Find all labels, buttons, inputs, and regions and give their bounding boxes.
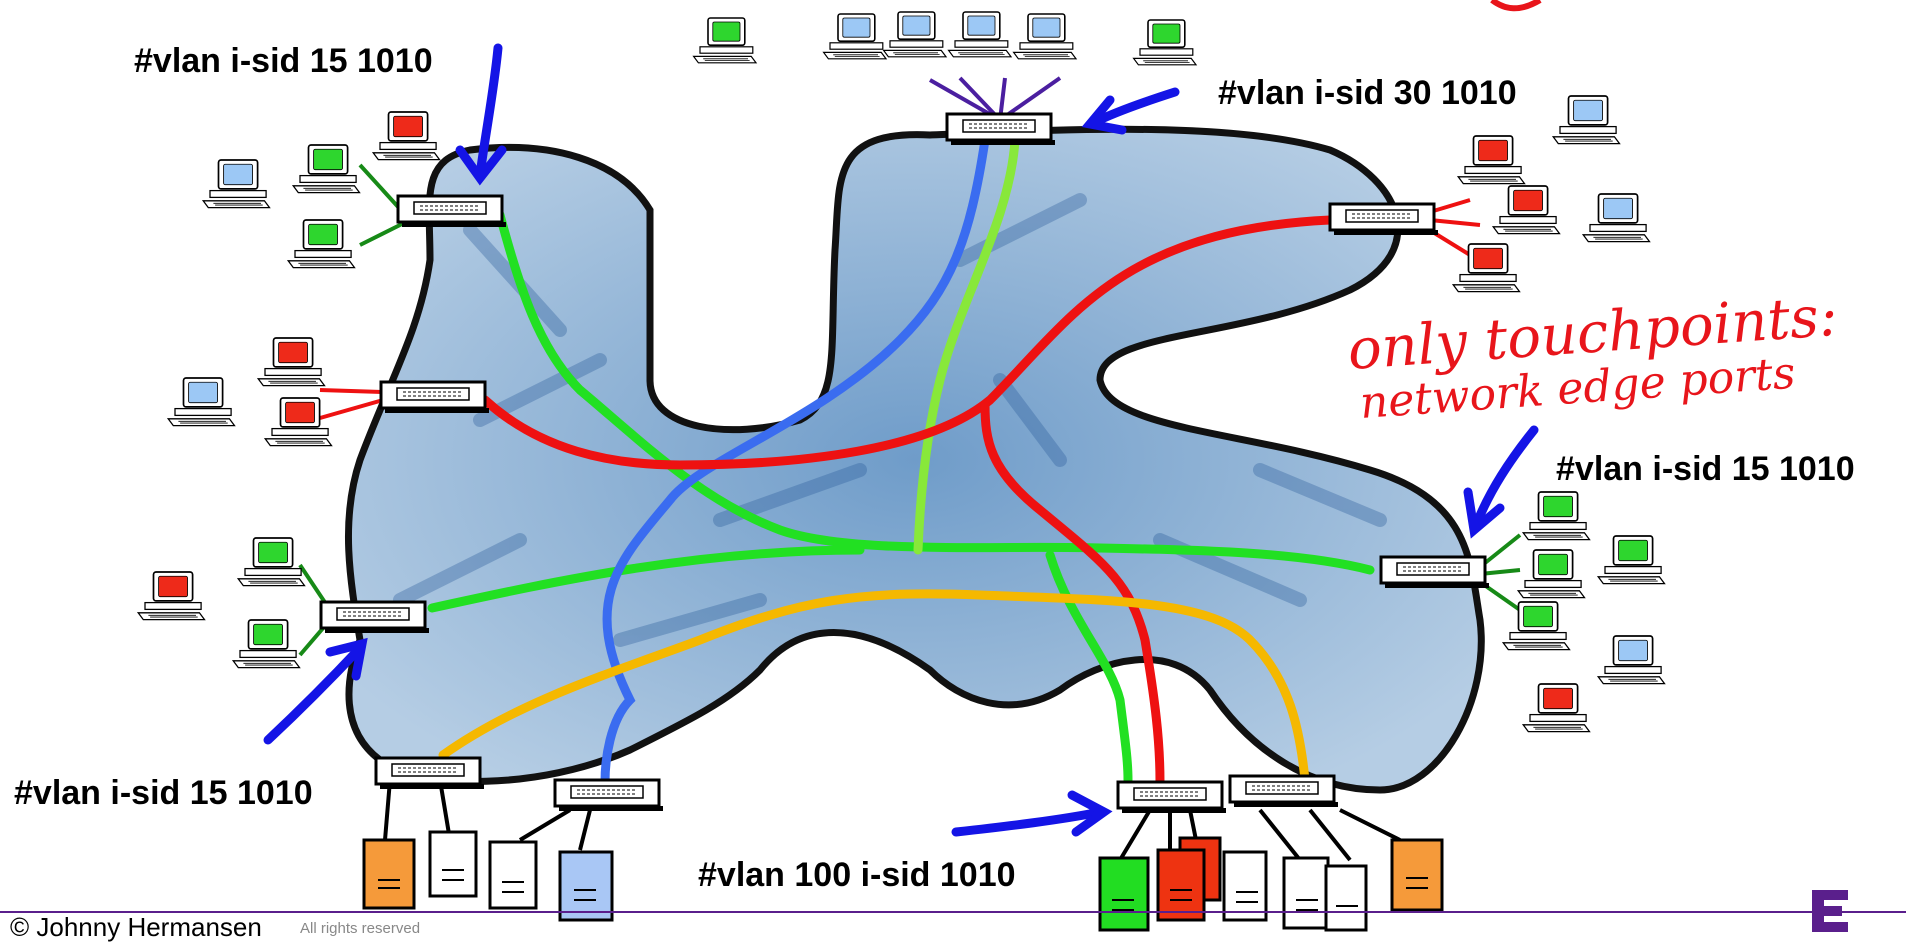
switch-sw — [321, 602, 429, 633]
switch-s4 — [1230, 776, 1338, 807]
pc-group-sw — [138, 538, 304, 668]
screen — [309, 224, 338, 244]
computer-icon — [203, 160, 269, 208]
computer-icon — [373, 112, 439, 160]
screen — [1619, 540, 1648, 560]
screen — [279, 342, 308, 362]
screen — [903, 16, 930, 35]
screen — [713, 22, 740, 41]
computer-icon — [238, 538, 304, 586]
screen — [394, 116, 423, 136]
switch-e — [1381, 557, 1489, 588]
computer-icon — [1458, 136, 1524, 184]
server-group-s — [1100, 838, 1442, 930]
label-vlan-bottom-left: #vlan i-sid 15 1010 — [14, 774, 313, 813]
screen — [1604, 198, 1633, 218]
screen — [1153, 24, 1180, 43]
computer-icon — [884, 12, 946, 57]
computer-icon — [288, 220, 354, 268]
computer-icon — [1523, 492, 1589, 540]
label-vlan-right: #vlan i-sid 15 1010 — [1556, 450, 1855, 489]
label-vlan-top-center: #vlan i-sid 30 1010 — [1218, 74, 1517, 113]
computer-icon — [694, 18, 756, 63]
screen — [1514, 190, 1543, 210]
computer-icon — [1598, 536, 1664, 584]
screen — [1619, 640, 1648, 660]
computer-icon — [233, 620, 299, 668]
pc-group-nw — [203, 112, 439, 268]
switch-w — [381, 382, 489, 413]
computer-icon — [1493, 186, 1559, 234]
label-vlan-top-left: #vlan i-sid 15 1010 — [134, 42, 433, 81]
computer-icon — [168, 378, 234, 426]
switch-ne — [1330, 204, 1438, 235]
screen — [254, 624, 283, 644]
screen — [1574, 100, 1603, 120]
screen — [259, 542, 288, 562]
switch-top — [947, 114, 1055, 145]
screen — [1544, 688, 1573, 708]
switch-s2 — [555, 780, 663, 811]
screen — [1544, 496, 1573, 516]
computer-icon — [1598, 636, 1664, 684]
screen — [314, 149, 343, 169]
screen — [1474, 248, 1503, 268]
screen — [1033, 18, 1060, 37]
switch-s3 — [1118, 782, 1226, 813]
pc-group-top — [694, 12, 1196, 65]
computer-icon — [265, 398, 331, 446]
computer-icon — [293, 145, 359, 193]
computer-icon — [1518, 550, 1584, 598]
screen — [968, 16, 995, 35]
screen — [1479, 140, 1508, 160]
computer-icon — [824, 14, 886, 59]
computer-icon — [138, 572, 204, 620]
computer-icon — [1553, 96, 1619, 144]
pc-group-ne — [1453, 96, 1649, 292]
computer-icon — [1134, 20, 1196, 65]
server-group-sw — [364, 832, 612, 920]
network-cloud — [348, 129, 1481, 790]
label-vlan-bottom-center: #vlan 100 i-sid 1010 — [698, 856, 1016, 895]
screen — [159, 576, 188, 596]
footer-rights: All rights reserved — [300, 920, 420, 937]
red-scribble — [1492, 0, 1540, 8]
screen — [843, 18, 870, 37]
switch-s1 — [376, 758, 484, 789]
pc-group-e — [1503, 492, 1664, 732]
computer-icon — [949, 12, 1011, 57]
computer-icon — [1583, 194, 1649, 242]
screen — [1539, 554, 1568, 574]
footer-copyright: © Johnny Hermansen — [10, 912, 262, 943]
brand-logo — [1808, 886, 1858, 936]
screen — [224, 164, 253, 184]
switch-nw — [398, 196, 506, 227]
screen — [286, 402, 315, 422]
computer-icon — [1503, 602, 1569, 650]
pc-group-w — [168, 338, 331, 446]
screen — [1524, 606, 1553, 626]
computer-icon — [1523, 684, 1589, 732]
computer-icon — [1014, 14, 1076, 59]
computer-icon — [258, 338, 324, 386]
screen — [189, 382, 218, 402]
